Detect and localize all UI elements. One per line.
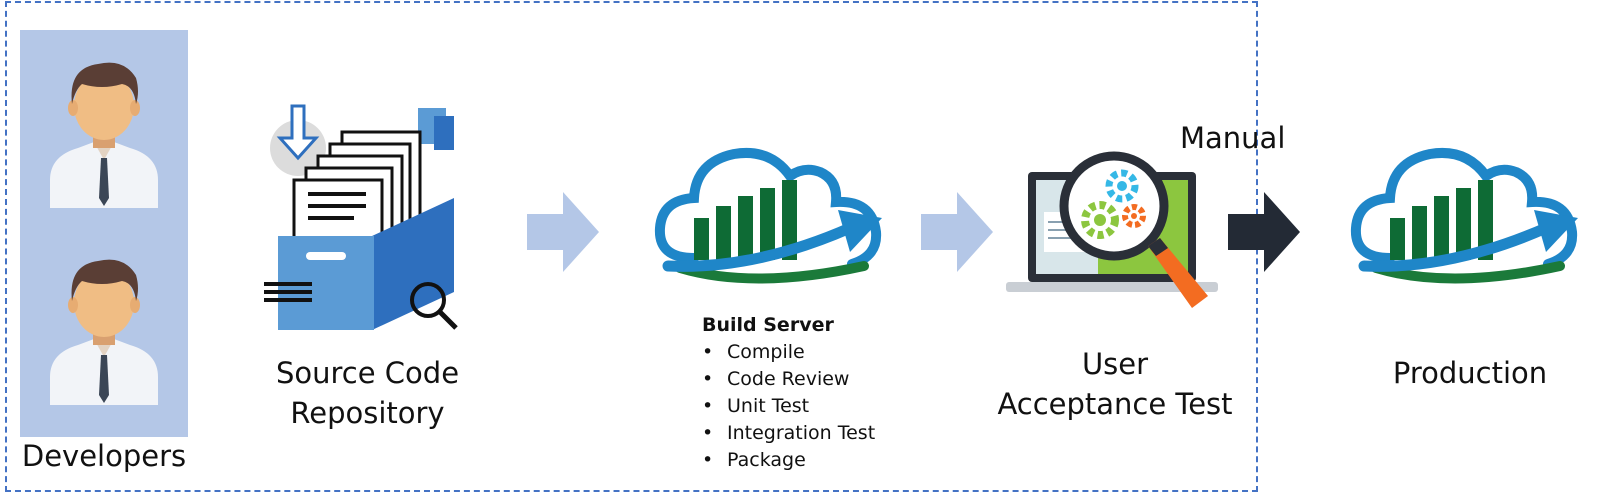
flow-arrow-icon [921,192,993,272]
uat-label-line1: User [1081,347,1149,381]
developer-avatar-icon [42,245,166,405]
build-step-item: Compile [702,339,875,366]
flow-arrow-icon [527,192,599,272]
build-server-cloud-icon [654,140,884,295]
build-step-item: Unit Test [702,393,875,420]
build-server-title: Build Server [702,314,834,336]
developers-label: Developers [21,439,187,473]
build-server-steps: Build Server Compile Code Review Unit Te… [702,312,875,474]
uat-label-line2: Acceptance Test [997,387,1233,421]
developer-avatar-icon [42,48,166,208]
file-box-repository-icon [262,102,472,342]
source-code-label-line1: Source Code [275,356,460,390]
manual-transition-label: Manual [1180,121,1286,155]
production-label: Production [1392,356,1548,390]
source-code-label-line2: Repository [290,396,445,430]
laptop-magnifier-gears-icon [1002,150,1222,320]
manual-deploy-arrow-icon [1228,192,1300,272]
build-step-item: Code Review [702,366,875,393]
build-step-item: Package [702,447,875,474]
build-steps-list: Compile Code Review Unit Test Integratio… [702,339,875,474]
developers-panel [20,30,188,437]
production-cloud-icon [1350,140,1580,295]
build-step-item: Integration Test [702,420,875,447]
